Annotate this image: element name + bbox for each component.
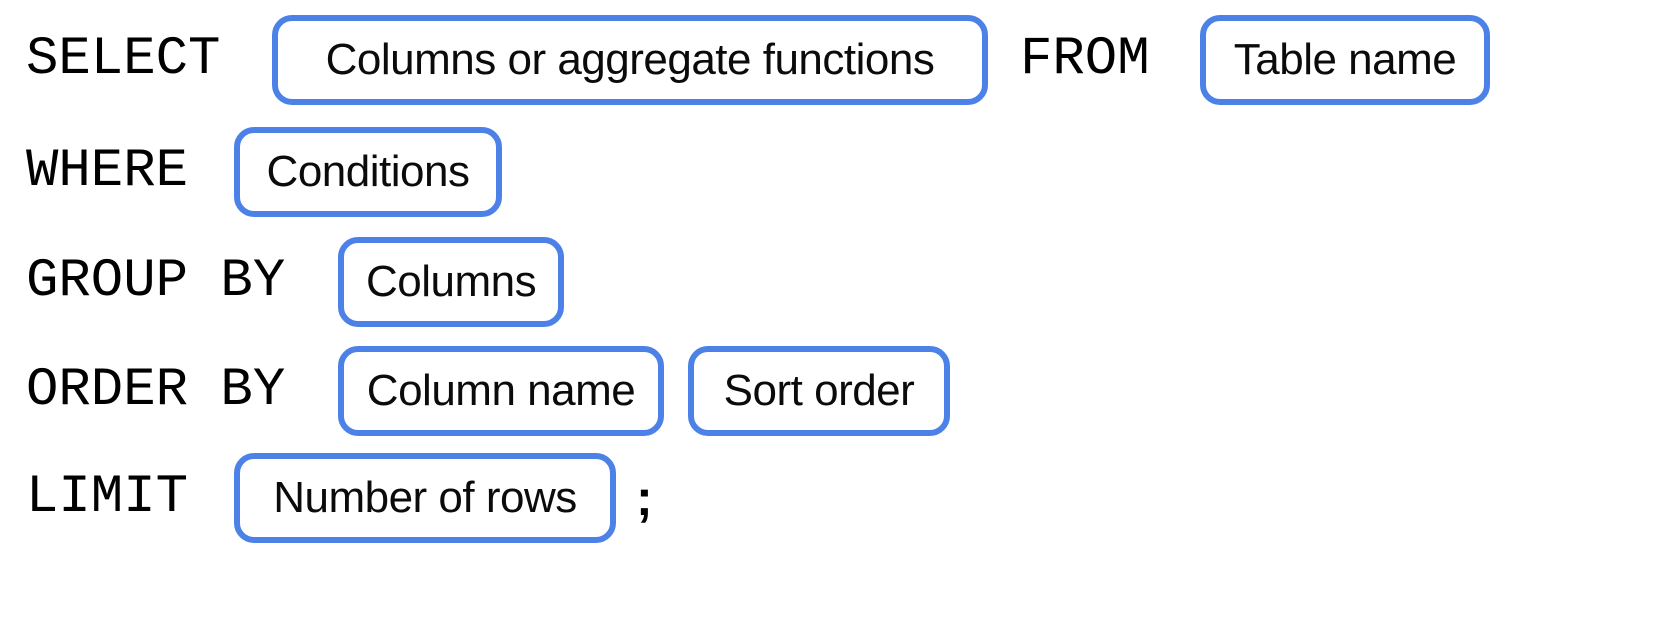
placeholder-conditions[interactable]: Conditions [234,127,502,217]
clause-row-where: WHERE Conditions [26,126,502,218]
placeholder-label: Columns or aggregate functions [325,35,935,84]
placeholder-columns-or-aggregate-functions[interactable]: Columns or aggregate functions [272,15,988,105]
keyword-where: WHERE [26,141,189,202]
placeholder-sort-order[interactable]: Sort order [688,346,950,436]
placeholder-table-name[interactable]: Table name [1200,15,1490,105]
statement-terminator-semicolon: ; [636,470,653,526]
placeholder-label: Columns [366,257,537,306]
keyword-from: FROM [1020,29,1150,90]
placeholder-number-of-rows[interactable]: Number of rows [234,453,616,543]
keyword-group-by: GROUP BY [26,251,286,312]
placeholder-column-name[interactable]: Column name [338,346,664,436]
placeholder-label: Number of rows [273,473,577,522]
placeholder-label: Sort order [723,366,915,415]
keyword-limit: LIMIT [26,467,189,528]
placeholder-label: Column name [366,366,636,415]
clause-row-order-by: ORDER BY Column name Sort order [26,345,950,437]
clause-row-group-by: GROUP BY Columns [26,236,565,328]
clause-row-limit: LIMIT Number of rows ; [26,452,653,544]
placeholder-label: Conditions [266,147,470,196]
keyword-select: SELECT [26,29,221,90]
keyword-order-by: ORDER BY [26,360,286,421]
placeholder-label: Table name [1233,35,1457,84]
placeholder-columns[interactable]: Columns [338,237,565,327]
clause-row-select: SELECT Columns or aggregate functions FR… [26,14,1490,106]
